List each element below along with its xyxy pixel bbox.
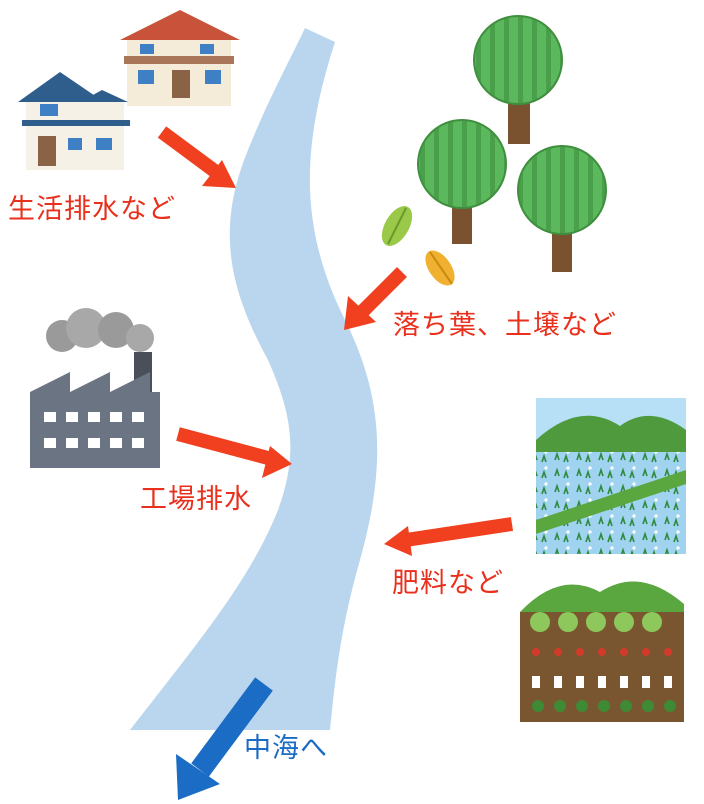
household-label: 生活排水など <box>8 194 176 225</box>
fertilizer-label: 肥料など <box>392 568 504 599</box>
household-inflow-arrow <box>157 126 236 188</box>
leaves-inflow-arrow <box>344 267 407 330</box>
vegetable-field-icon <box>520 581 684 722</box>
forest-trees-icon <box>417 15 607 272</box>
fertilizer-inflow-arrow <box>384 517 514 556</box>
houses-icon <box>18 10 240 170</box>
rice-paddy-icon <box>536 398 686 554</box>
sea-outflow-arrow <box>176 677 273 800</box>
river <box>130 28 378 730</box>
factory-icon <box>30 308 160 468</box>
fallen-leaves-icon <box>381 206 455 286</box>
leaves-soil-label: 落ち葉、土壌など <box>393 310 617 341</box>
factory-inflow-arrow <box>176 427 292 478</box>
sea-label: 中海へ <box>244 733 328 764</box>
factory-label: 工場排水 <box>140 484 252 515</box>
